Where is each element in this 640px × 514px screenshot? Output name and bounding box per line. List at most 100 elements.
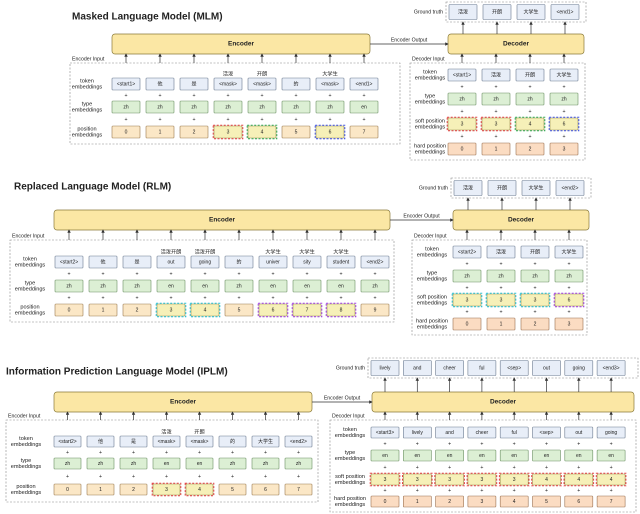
rlm-enc-token-2-text: 是 [134, 260, 139, 266]
iplm-dec-hard-4 [499, 495, 529, 508]
iplm-enc-token-3 [152, 435, 181, 448]
iplm-enc-plus1-2: + [132, 450, 135, 456]
iplm-enc-pos-4 [185, 483, 214, 496]
rlm-enc-plus1-1: + [101, 271, 104, 277]
rlm-enc-token-9 [360, 255, 390, 269]
iplm-dec-hard-1-text: 1 [416, 499, 419, 505]
iplm-enc-plus2-5: + [231, 474, 234, 480]
mlm-ground-truth-label: Ground truth [414, 9, 443, 15]
rlm-dec-soft-0-text: 3 [466, 298, 469, 304]
rlm-enc-pos-1-text: 1 [102, 308, 105, 314]
mlm-enc-pos-3 [213, 125, 243, 139]
mlm-dec-plus1-3: + [562, 84, 565, 90]
rlm-enc-above-7: 大学生 [299, 247, 315, 255]
mlm-dec-type-2 [515, 92, 545, 106]
iplm-dec-type-4-text: en [511, 453, 517, 459]
iplm-enc-pos-0-text: 0 [66, 487, 69, 493]
iplm-dec-type-0 [370, 449, 400, 462]
iplm-enc-type-4-text: en [197, 461, 203, 467]
mlm-dec-soft-2 [515, 117, 545, 131]
mlm-dec-row-label-3-line0: hard position [414, 143, 446, 149]
iplm-enc-plus2-3: + [165, 474, 168, 480]
iplm-gt-4 [499, 360, 529, 376]
mlm-dec-row-label-3-line1: embeddings [415, 150, 446, 156]
rlm-enc-type-3-text: en [168, 284, 174, 290]
rlm-enc-above-4: 活泼开朗 [195, 247, 216, 255]
iplm-dec-plus3-1: + [416, 488, 419, 494]
rlm-enc-row-label-0-line1: embeddings [15, 263, 46, 269]
rlm-enc-plus2-0: + [67, 295, 70, 301]
rlm-dec-row-label-2-line1: embeddings [417, 301, 448, 307]
rlm-enc-pos-5-text: 5 [238, 308, 241, 314]
iplm-enc-pos-3 [152, 483, 181, 496]
iplm-gt-6 [564, 360, 594, 376]
rlm-enc-token-2 [122, 255, 152, 269]
iplm-dec-plus3-5: + [545, 488, 548, 494]
iplm-enc-token-4-text: <mask> [191, 439, 209, 445]
rlm-enc-plus2-1: + [101, 295, 104, 301]
iplm-enc-type-7 [284, 457, 313, 470]
iplm-enc-token-7 [284, 435, 313, 448]
mlm-enc-type-5 [281, 100, 311, 114]
iplm-dec-token-2 [435, 426, 464, 439]
rlm-dec-plus2-2: + [533, 285, 536, 291]
iplm-enc-above-4: 开朗 [194, 427, 204, 435]
mlm-enc-type-4 [247, 100, 277, 114]
iplm-enc-token-1 [86, 435, 115, 448]
iplm-dec-row-label-2-line1: embeddings [335, 480, 366, 486]
mlm-dec-hard-1 [481, 142, 511, 156]
rlm-enc-plus1-5: + [237, 271, 240, 277]
mlm-dec-hard-0-text: 0 [461, 147, 464, 153]
iplm-enc-type-1-text: zh [98, 461, 104, 467]
rlm-enc-token-6 [258, 255, 288, 269]
rlm-enc-plus1-9: + [373, 271, 376, 277]
iplm-enc-pos-0 [53, 483, 82, 496]
rlm-dec-hard-3-text: 3 [568, 322, 571, 328]
iplm-dec-soft-2 [435, 473, 464, 486]
mlm-enc-pos-highlight-3 [212, 124, 244, 140]
mlm-enc-type-6 [315, 100, 345, 114]
iplm-dec-soft-1 [402, 473, 432, 486]
rlm-dec-token-2-text: 开朗 [530, 249, 540, 256]
iplm-dec-row-label-0-line0: token [343, 427, 357, 433]
iplm-enc-pos-7-text: 7 [297, 487, 300, 493]
rlm-enc-token-7-text: sity [303, 260, 311, 266]
iplm-dec-type-2 [435, 449, 464, 462]
rlm-dec-token-3 [554, 245, 584, 259]
iplm-dec-hard-3 [467, 495, 497, 508]
iplm-enc-plus2-1: + [99, 474, 102, 480]
iplm-gt-0-text: lively [379, 366, 391, 372]
mlm-dec-soft-highlight-3 [548, 116, 580, 132]
iplm-dec-plus3-6: + [577, 488, 580, 494]
iplm-enc-row-label-1-line0: type [21, 458, 32, 464]
mlm-enc-pos-4-text: 4 [261, 130, 264, 136]
rlm-enc-pos-3 [156, 303, 186, 317]
iplm-dec-plus2-5: + [545, 465, 548, 471]
mlm-dec-plus3-3: + [562, 134, 565, 140]
iplm-dec-soft-7-text: 4 [610, 477, 613, 483]
iplm-enc-pos-6-text: 6 [264, 487, 267, 493]
mlm-enc-token-2 [179, 77, 209, 91]
rlm-enc-token-3 [156, 255, 186, 269]
rlm-dec-token-2 [520, 245, 550, 259]
iplm-dec-token-7-text: going [605, 430, 617, 436]
rlm-enc-plus2-2: + [135, 295, 138, 301]
iplm-enc-token-0 [53, 435, 82, 448]
mlm-enc-plus2-4: + [260, 117, 263, 123]
iplm-dec-row-label-1-line1: embeddings [335, 456, 366, 462]
rlm-enc-type-3 [156, 279, 186, 293]
iplm-enc-row-label-0-line1: embeddings [11, 442, 42, 448]
mlm-dec-plus3-2: + [528, 134, 531, 140]
iplm-dec-token-3-text: cheer [476, 430, 489, 436]
iplm-dec-token-3 [467, 426, 497, 439]
mlm-encoder-label: Encoder [228, 41, 254, 48]
rlm-enc-token-4 [190, 255, 220, 269]
rlm-enc-token-7 [292, 255, 322, 269]
rlm-dec-soft-1 [486, 293, 516, 307]
mlm-dec-plus2-1: + [494, 109, 497, 115]
iplm-dec-soft-5 [532, 473, 561, 486]
iplm-enc-token-6 [251, 435, 280, 448]
rlm-enc-pos-5 [224, 303, 254, 317]
rlm-dec-soft-1-text: 3 [500, 298, 503, 304]
iplm-dec-plus2-4: + [513, 465, 516, 471]
